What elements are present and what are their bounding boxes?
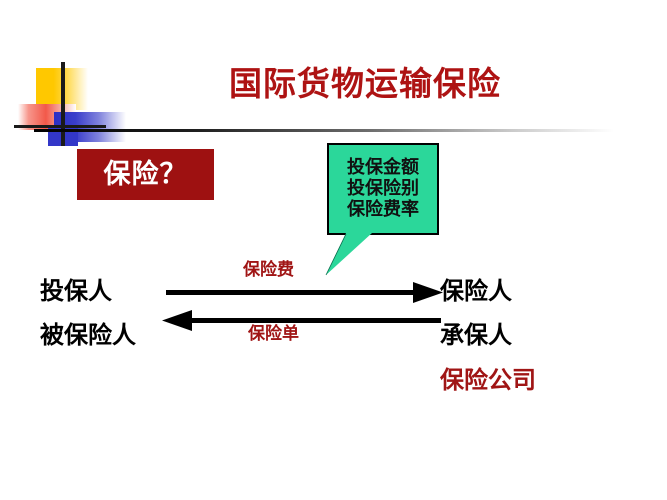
question-box-label: 保险？ [103,159,188,190]
label-insurer: 保险人 [440,277,512,305]
callout-tail-pointer [325,233,372,276]
arrow-left-policy [162,310,441,331]
label-insurance-company: 保险公司 [440,366,536,394]
slide-title: 国际货物运输保险 [229,64,501,103]
decorative-logo-cluster [14,62,128,147]
decor-horizontal-bar [14,125,106,128]
callout-line-2: 投保险别 [347,178,419,200]
title-divider-rule [34,129,614,132]
decor-vertical-bar [61,62,65,146]
callout-line-1: 投保金额 [347,157,419,179]
callout-line-3: 保险费率 [347,198,419,220]
label-policyholder: 投保人 [40,277,112,305]
question-box: 保险？ [77,149,214,200]
callout-box: 投保金额 投保险别 保险费率 [327,143,439,235]
label-underwriter: 承保人 [440,321,512,349]
flow-label-policy: 保险单 [248,324,299,344]
flow-arrows [162,282,443,331]
flow-label-premium: 保险费 [243,260,294,280]
arrow-right-premium [166,282,443,303]
label-insured: 被保险人 [40,321,136,349]
